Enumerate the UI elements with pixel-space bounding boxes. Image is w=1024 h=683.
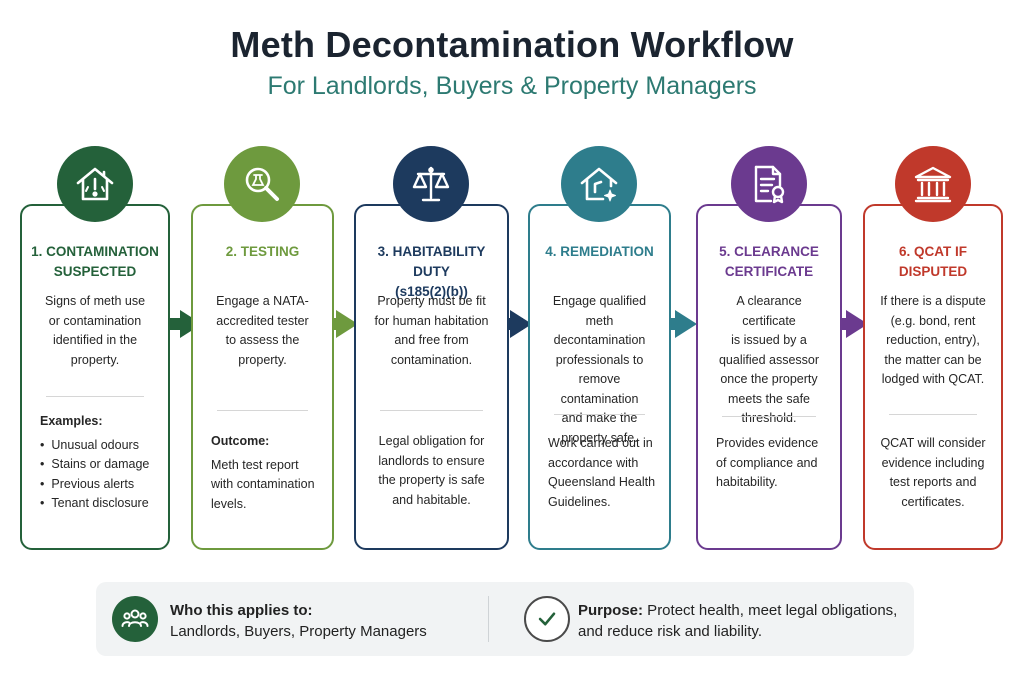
house-clean-icon	[561, 146, 637, 222]
flow-arrow-right	[510, 310, 532, 338]
step-title: 3. HABITABILITY DUTY (s185(2)(b))	[377, 244, 486, 299]
flow-arrow-right	[675, 310, 697, 338]
checkmark-icon	[524, 596, 570, 642]
step-title: 5. CLEARANCE CERTIFICATE	[719, 244, 819, 279]
divider	[722, 416, 816, 417]
step-description: Engage a NATA-accredited tester to asses…	[216, 294, 309, 367]
step-title: 2. TESTING	[225, 244, 300, 259]
people-group-icon	[112, 596, 158, 642]
divider	[488, 596, 489, 642]
purpose-line-2: and reduce risk and liability.	[578, 623, 762, 640]
step-card-testing: 2. TESTING Engage a NATA-accredited test…	[191, 204, 334, 550]
divider	[380, 410, 483, 411]
purpose-label: Purpose:	[578, 602, 644, 619]
applies-to-text: Who this applies to: Landlords, Buyers, …	[170, 600, 427, 642]
courthouse-icon	[895, 146, 971, 222]
flow-arrow-right	[336, 310, 358, 338]
divider	[217, 410, 308, 411]
magnifier-test-icon	[224, 146, 300, 222]
list-item: Tenant disclosure	[40, 494, 158, 514]
list-item: Stains or damage	[40, 455, 158, 475]
house-alert-icon	[57, 146, 133, 222]
certificate-icon	[731, 146, 807, 222]
summary-bar: Who this applies to: Landlords, Buyers, …	[96, 582, 914, 656]
step-card-clearance-certificate: 5. CLEARANCE CERTIFICATE A clearance cer…	[696, 204, 842, 550]
purpose-line-1: Protect health, meet legal obligations,	[643, 602, 898, 619]
step-title: 1. CONTAMINATION SUSPECTED	[31, 244, 159, 279]
step-description: If there is a dispute(e.g. bond, rent re…	[880, 294, 986, 386]
divider	[889, 414, 977, 415]
divider	[46, 396, 144, 397]
list-item: Unusual odours	[40, 436, 158, 456]
applies-to-label: Who this applies to:	[170, 602, 313, 619]
flow-arrow-right	[846, 310, 868, 338]
step-title: 4. REMEDIATION	[545, 244, 654, 259]
step-examples: Examples: Unusual odours Stains or damag…	[40, 412, 158, 514]
step-card-habitability-duty: 3. HABITABILITY DUTY (s185(2)(b)) Proper…	[354, 204, 509, 550]
applies-to-value: Landlords, Buyers, Property Managers	[170, 623, 427, 640]
purpose-text: Purpose: Protect health, meet legal obli…	[578, 600, 897, 642]
page-title: Meth Decontamination Workflow	[230, 24, 794, 65]
list-item: Previous alerts	[40, 475, 158, 495]
page-subtitle: For Landlords, Buyers & Property Manager…	[267, 72, 757, 100]
step-title: 6. QCAT IF DISPUTED	[898, 244, 968, 279]
step-card-contamination-suspected: 1. CONTAMINATION SUSPECTED Signs of meth…	[20, 204, 170, 550]
divider	[554, 414, 645, 415]
scales-icon	[393, 146, 469, 222]
step-card-qcat-if-disputed: 6. QCAT IF DISPUTED If there is a disput…	[863, 204, 1003, 550]
